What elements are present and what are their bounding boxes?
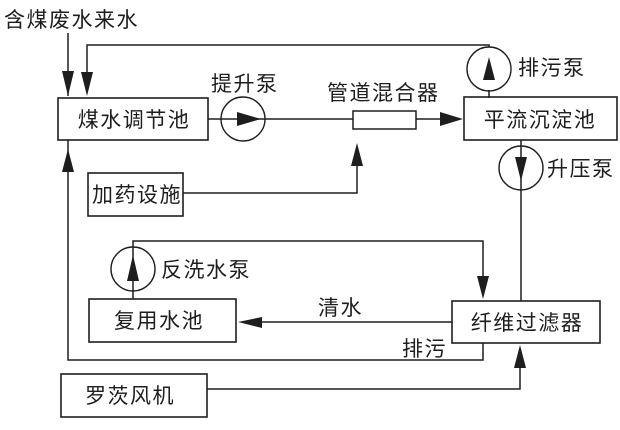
sewage-pump-symbol: [466, 46, 512, 92]
arrowhead-into-sedtank-right-icon: [440, 112, 463, 126]
sewage-pump-circle-icon: [466, 46, 512, 92]
fiber-filter-box: [451, 300, 601, 344]
arrowhead-influent-down-icon: [62, 71, 74, 96]
backwash-pump-arrow-up-icon: [127, 255, 139, 281]
backwash-pump-label: 反洗水泵: [161, 258, 251, 282]
backwash-pump-circle-icon: [110, 246, 156, 292]
arrowhead-dosing-up-icon: [351, 143, 363, 166]
dosing-facility-box: [87, 172, 184, 217]
arrowhead-backwash-down-icon: [477, 276, 489, 299]
lift-pump-label: 提升泵: [211, 72, 279, 96]
sewage-pump-arrow-up-icon: [483, 57, 495, 80]
pipeline-mixer-label: 管道混合器: [327, 81, 440, 105]
drain-label: 排污: [402, 337, 447, 361]
lift-pump-arrow-right-icon: [237, 112, 261, 126]
clean-water-label: 清水: [318, 296, 363, 320]
backwash-pump-symbol: [110, 246, 156, 292]
influent-label: 含煤废水来水: [4, 8, 139, 32]
arrowhead-clean-water-left-icon: [238, 317, 262, 328]
booster-pump-symbol: [498, 145, 544, 191]
booster-pump-arrow-down-icon: [515, 157, 527, 181]
pipe-dosing-to-mixer: [183, 166, 358, 194]
sedimentation-tank-label: 平流沉淀池: [484, 108, 597, 132]
reuse-tank-box: [88, 298, 237, 343]
pipe-blower-air: [207, 368, 521, 390]
lift-pump-circle-icon: [220, 96, 266, 142]
reuse-tank-label: 复用水池: [114, 309, 204, 333]
pipe-sludge-return-top: [86, 44, 490, 72]
booster-pump-label: 升压泵: [547, 157, 615, 181]
roots-blower-label: 罗茨风机: [85, 384, 175, 408]
pipe-drain-return: [67, 140, 484, 361]
arrowhead-drain-up-icon: [62, 149, 74, 172]
regulation-tank-box: [57, 97, 209, 141]
fiber-filter-label: 纤维过滤器: [471, 311, 584, 335]
pipeline-mixer-box: [352, 110, 417, 130]
arrowhead-air-up-icon: [514, 345, 526, 368]
lift-pump-symbol: [220, 96, 266, 142]
regulation-tank-label: 煤水调节池: [78, 108, 191, 132]
roots-blower-box: [60, 373, 208, 418]
sewage-pump-label: 排污泵: [518, 56, 586, 80]
sedimentation-tank-box: [463, 96, 618, 141]
booster-pump-circle-icon: [498, 145, 544, 191]
arrowhead-sludge-return-down-icon: [81, 72, 93, 96]
dosing-facility-label: 加药设施: [92, 183, 182, 207]
